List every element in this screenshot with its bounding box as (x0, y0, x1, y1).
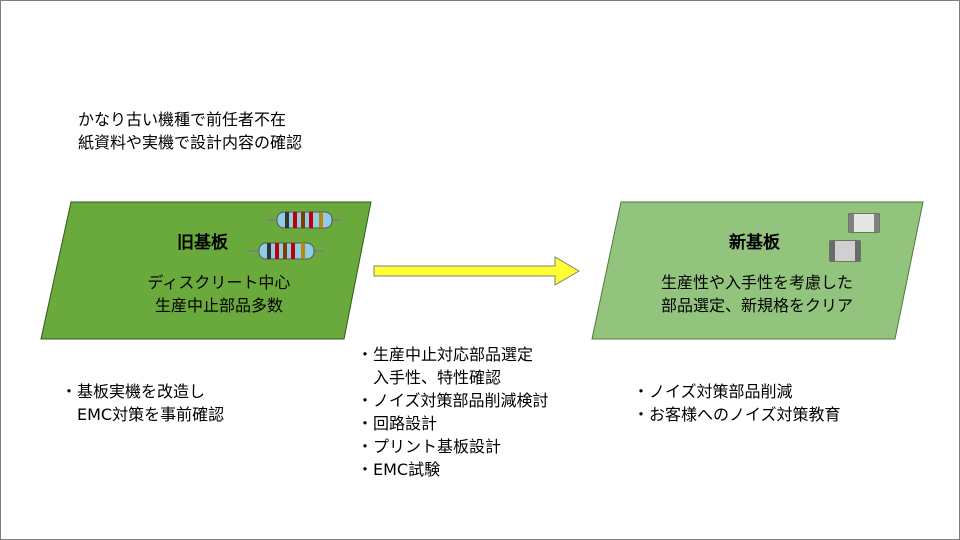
chip-component-icon (848, 213, 880, 233)
middle-notes: ・生産中止対応部品選定 入手性、特性確認 ・ノイズ対策部品削減検討 ・回路設計 … (357, 343, 549, 481)
right-arrow-icon (373, 256, 580, 286)
resistor-icon (267, 211, 341, 229)
new-board-line: 生産性や入手性を考慮した (660, 273, 853, 292)
note-line: ・回路設計 (357, 414, 438, 433)
new-board-shape (591, 201, 924, 340)
note-line: ・プリント基板設計 (357, 437, 502, 456)
old-board-description: ディスクリート中心 生産中止部品多数 (109, 271, 329, 317)
new-board-description: 生産性や入手性を考慮した 部品選定、新規格をクリア (637, 271, 877, 317)
note-line: ・基板実機を改造し (61, 382, 206, 401)
old-board-line: ディスクリート中心 (147, 273, 291, 292)
right-notes: ・ノイズ対策部品削減 ・お客様へのノイズ対策教育 (633, 380, 841, 426)
new-board-title: 新基板 (729, 233, 780, 253)
old-board-title: 旧基板 (177, 233, 228, 253)
new-board-line: 部品選定、新規格をクリア (660, 296, 853, 315)
resistor-icon (249, 242, 323, 260)
note-line: ・生産中止対応部品選定 (357, 345, 534, 364)
note-line: ・EMC試験 (357, 460, 441, 479)
intro-line: 紙資料や実機で設計内容の確認 (78, 133, 303, 152)
note-line: ・ノイズ対策部品削減 (633, 382, 793, 401)
left-notes: ・基板実機を改造し EMC対策を事前確認 (61, 380, 224, 426)
old-board-shape (40, 201, 372, 340)
note-line: ・ノイズ対策部品削減検討 (357, 391, 549, 410)
note-line: ・お客様へのノイズ対策教育 (633, 405, 841, 424)
note-line: EMC対策を事前確認 (61, 405, 225, 424)
old-board-line: 生産中止部品多数 (154, 296, 283, 315)
note-line: 入手性、特性確認 (357, 368, 502, 387)
intro-text: かなり古い機種で前任者不在 紙資料や実機で設計内容の確認 (78, 108, 302, 154)
intro-line: かなり古い機種で前任者不在 (78, 110, 287, 129)
chip-component-icon (829, 240, 861, 262)
